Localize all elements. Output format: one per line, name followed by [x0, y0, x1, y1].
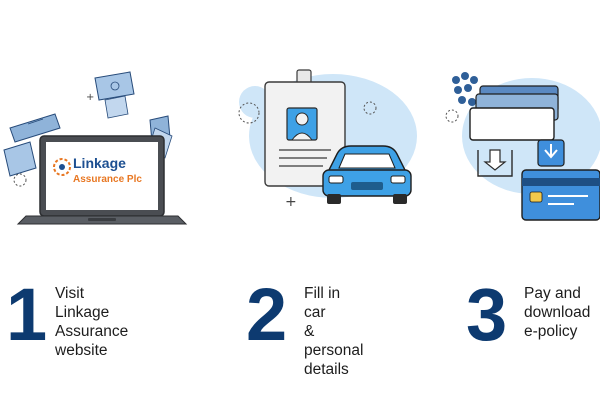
step-number: 1	[6, 273, 48, 356]
dotted-circle-icon	[238, 102, 260, 124]
step-number: 3	[466, 273, 508, 356]
id-card-and-car-icon: +	[238, 69, 417, 210]
step-text: Fill in car & personal details	[304, 285, 364, 378]
dotted-circle-icon	[363, 101, 377, 115]
laptop-icon	[16, 135, 188, 225]
step-text: Visit Linkage Assurance website	[55, 285, 129, 359]
coins-icon	[452, 72, 478, 106]
banknote-icon	[104, 95, 129, 119]
sparkle-icon: +	[285, 194, 297, 210]
logo-line1: Linkage	[73, 155, 126, 171]
step-number: 2	[246, 273, 288, 356]
car-icon	[322, 145, 412, 204]
banknote-icon	[3, 141, 37, 177]
id-card-icon	[264, 69, 346, 187]
sparkle-icon: +	[86, 92, 94, 103]
download-tray-icon	[477, 149, 513, 177]
payment-and-download-icon	[445, 72, 600, 221]
banknote-icon	[94, 71, 135, 101]
cash-stack-icon	[469, 85, 559, 141]
dotted-circle-icon	[445, 109, 459, 123]
download-icon	[537, 139, 565, 167]
logo-line2: Assurance Plc	[73, 174, 142, 185]
linkage-logo: Linkage Assurance Plc	[53, 155, 142, 185]
step-text: Pay and download e-policy	[524, 285, 591, 340]
laptop-with-banknotes-icon: + Linkage Assurance Plc	[3, 71, 188, 225]
credit-card-icon	[521, 169, 600, 221]
dotted-circle-icon	[13, 173, 27, 187]
banknote-icon	[9, 113, 61, 143]
